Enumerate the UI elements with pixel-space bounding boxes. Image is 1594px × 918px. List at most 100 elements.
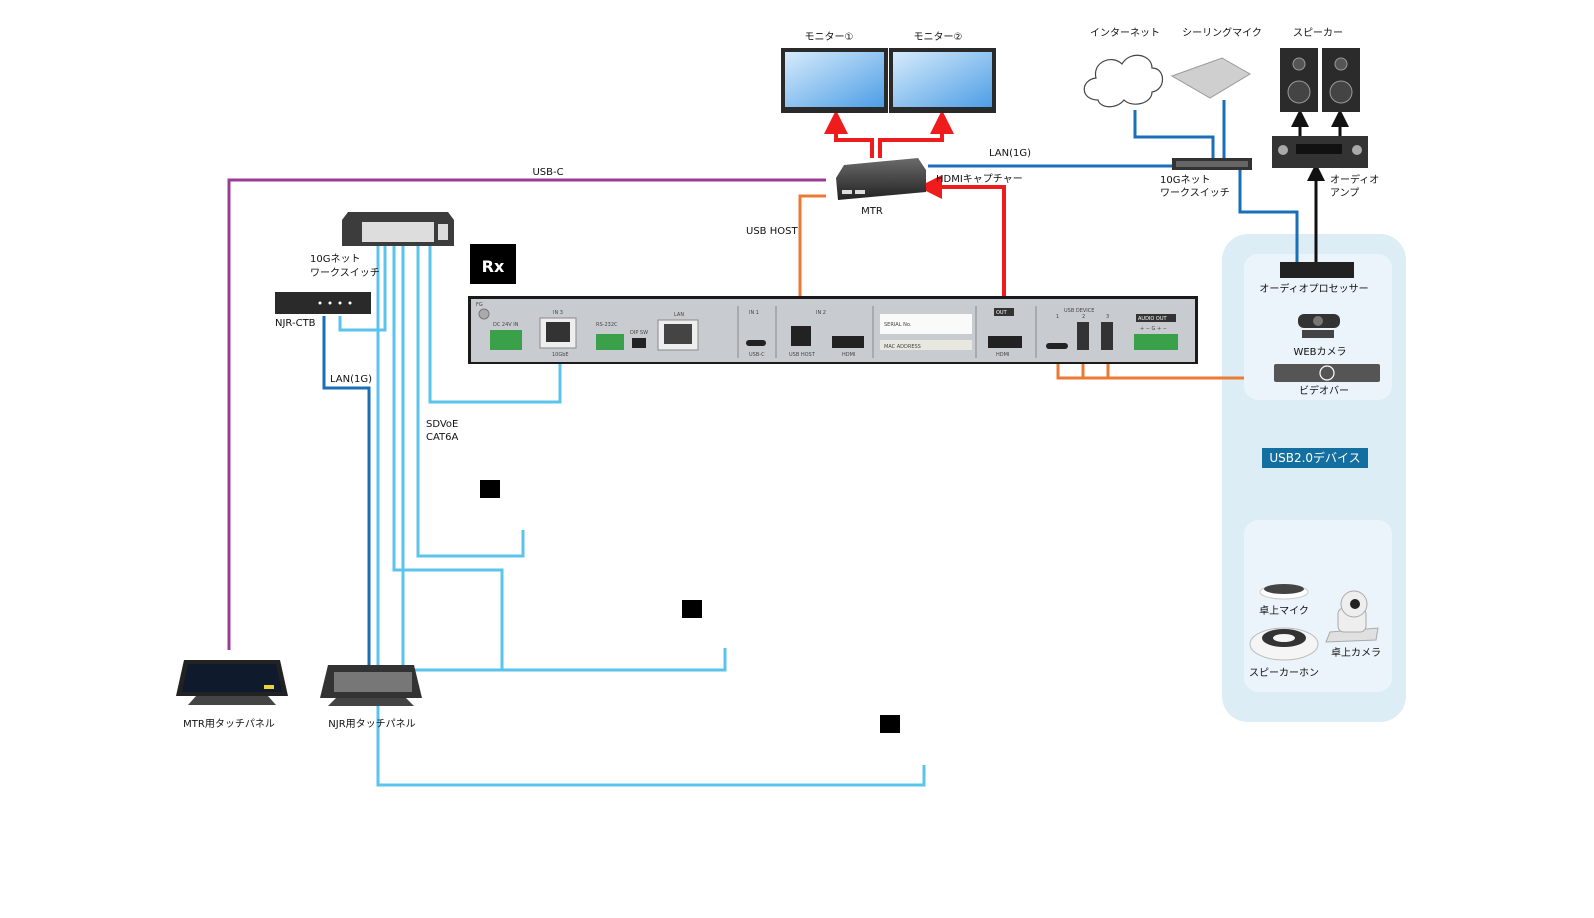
web-camera-label: WEBカメラ — [1293, 346, 1346, 358]
out-label: OUT — [996, 310, 1008, 316]
switch-right-label-2: ワークスイッチ — [1160, 187, 1230, 199]
in3-label: IN 3 — [553, 310, 563, 316]
dip-sw-label: DIP SW — [630, 330, 648, 336]
usb-device-badge — [1262, 448, 1368, 468]
njr-touch-panel — [320, 665, 422, 706]
switch-right-label-1: 10Gネット — [1160, 174, 1210, 186]
in2-label: IN 2 — [816, 310, 826, 316]
sdvoe-cables — [338, 246, 926, 787]
speaker-label: スピーカー — [1293, 27, 1343, 39]
rx-usb-c-label: USB-C — [749, 352, 765, 358]
hdmi-capture-cable — [918, 175, 1006, 304]
usb-port-1-label: 1 — [1056, 314, 1059, 320]
tx-unit-2: Tx 接続箇所② BYOD入力2系統 USB-C PD60W USB-B HDM… — [682, 600, 702, 618]
network-switch-right — [1172, 158, 1252, 170]
hdmi-out-port — [988, 336, 1022, 348]
usb-c-cable — [227, 178, 826, 650]
speakerphone-icon — [1249, 627, 1319, 661]
fg-screw-icon — [478, 308, 490, 320]
serial-label: SERIAL No. — [884, 322, 912, 328]
usb-device-badge-label: USB2.0デバイス — [1269, 450, 1360, 465]
monitor-2 — [889, 48, 996, 113]
usb-host-cable — [798, 194, 826, 326]
usb-c-link-label: USB-C — [532, 167, 563, 178]
mac-field — [880, 340, 972, 350]
mtr-touch-panel — [176, 660, 288, 705]
rx-usb-host-label: USB HOST — [789, 352, 816, 358]
njr-ctb-label: NJR-CTB — [275, 318, 316, 329]
serial-field — [880, 314, 972, 334]
audio-processor-lan-cable — [1238, 168, 1299, 262]
hdmi-in-port — [832, 336, 864, 348]
audio-processor-label: オーディオプロセッサー — [1259, 282, 1368, 295]
lan-1g-left-label: LAN(1G) — [330, 374, 372, 385]
desk-mic-label: 卓上マイク — [1259, 605, 1309, 617]
switch-left-label-1: 10Gネット — [310, 253, 360, 265]
desk-camera-label: 卓上カメラ — [1331, 647, 1381, 659]
internet-cable — [1133, 110, 1215, 162]
monitor-1-label: モニター① — [805, 31, 854, 43]
audio-pins-label: + − G + − — [1140, 326, 1167, 332]
mtr-device — [836, 158, 926, 200]
rx-hdmi-in-label: HDMI — [842, 352, 855, 358]
tx-badge: Tx 接続箇所① BYOD入力2系統 USB-C PD60W USB-B HDM… — [480, 480, 500, 498]
internet-cloud-icon — [1083, 54, 1164, 108]
video-bar-label: ビデオバー — [1299, 384, 1349, 397]
dc-in-label: DC 24V IN — [493, 322, 519, 328]
njr-ctb-device — [275, 292, 371, 314]
rx-badge — [470, 244, 516, 284]
tx-badge: Tx 接続箇所③ BYOD入力2系統 USB-C PD60W USB-B HDM… — [880, 715, 900, 733]
speaker-icons — [1280, 48, 1360, 112]
lan-1g-link-label: LAN(1G) — [989, 148, 1031, 159]
rx-unit: FG DC 24V IN IN 3 10GbE RS-232C DIP SW L… — [468, 296, 1198, 364]
monitor-2-label: モニター② — [914, 31, 963, 43]
audio-amp-label-2: アンプ — [1330, 187, 1359, 199]
usb-host-port — [791, 326, 811, 346]
speakerphone-label: スピーカーホン — [1249, 667, 1319, 679]
mtr-panel-label: MTR用タッチパネル — [183, 718, 275, 730]
njr-panel-label: NJR用タッチパネル — [328, 718, 415, 730]
web-camera-icon — [1298, 314, 1340, 338]
ceiling-mic-label: シーリングマイク — [1182, 26, 1262, 39]
audio-out-port — [1134, 334, 1178, 350]
hdmi-capture-label: HDMIキャプチャー — [936, 173, 1023, 185]
audio-amp-label-1: オーディオ — [1330, 173, 1379, 186]
ceiling-mic-icon — [1170, 57, 1251, 99]
rs232c-port — [596, 334, 624, 350]
usb-device-port-2 — [1077, 322, 1089, 350]
usb-device-port-3 — [1101, 322, 1113, 350]
hdmi-monitor1-cable — [824, 110, 874, 158]
dip-switch — [632, 338, 646, 348]
lan-1g-cable-left — [322, 316, 371, 665]
in1-label: IN 1 — [749, 310, 759, 316]
mtr-label: MTR — [861, 206, 883, 217]
audio-amp-icon — [1272, 136, 1368, 168]
network-switch-left — [342, 212, 454, 246]
usb-device-label: USB DEVICE — [1064, 308, 1094, 314]
rs232c-label: RS-232C — [596, 322, 618, 328]
mac-label: MAC ADDRESS — [884, 344, 921, 350]
usb-port-2-label: 2 — [1082, 314, 1085, 320]
desk-mic-icon — [1259, 584, 1309, 600]
switch-left-label-2: ワークスイッチ — [310, 267, 380, 279]
lan-port-label: LAN — [674, 312, 684, 318]
dc-in-port — [490, 330, 522, 350]
rx-hdmi-out-label: HDMI — [996, 352, 1009, 358]
hdmi-monitor2-cable — [878, 110, 954, 158]
video-bar-icon — [1274, 364, 1380, 382]
audio-out-label: AUDIO OUT — [1138, 316, 1168, 322]
desk-camera-icon — [1325, 590, 1379, 643]
fg-label: FG — [476, 302, 483, 308]
tx-unit-3: Tx 接続箇所③ BYOD入力2系統 USB-C PD60W USB-B HDM… — [880, 715, 900, 733]
usb-c-port — [746, 340, 766, 346]
usb-port-3-label: 3 — [1106, 314, 1109, 320]
tx-badge: Tx 接続箇所② BYOD入力2系統 USB-C PD60W USB-B HDM… — [682, 600, 702, 618]
10gbe-label: 10GbE — [552, 352, 569, 358]
rx-badge-label: Rx — [482, 257, 505, 276]
usb-device-port-1 — [1046, 343, 1068, 349]
audio-processor-icon — [1280, 262, 1354, 278]
monitor-1 — [781, 48, 888, 113]
sdvoe-label: SDVoE — [426, 419, 458, 430]
